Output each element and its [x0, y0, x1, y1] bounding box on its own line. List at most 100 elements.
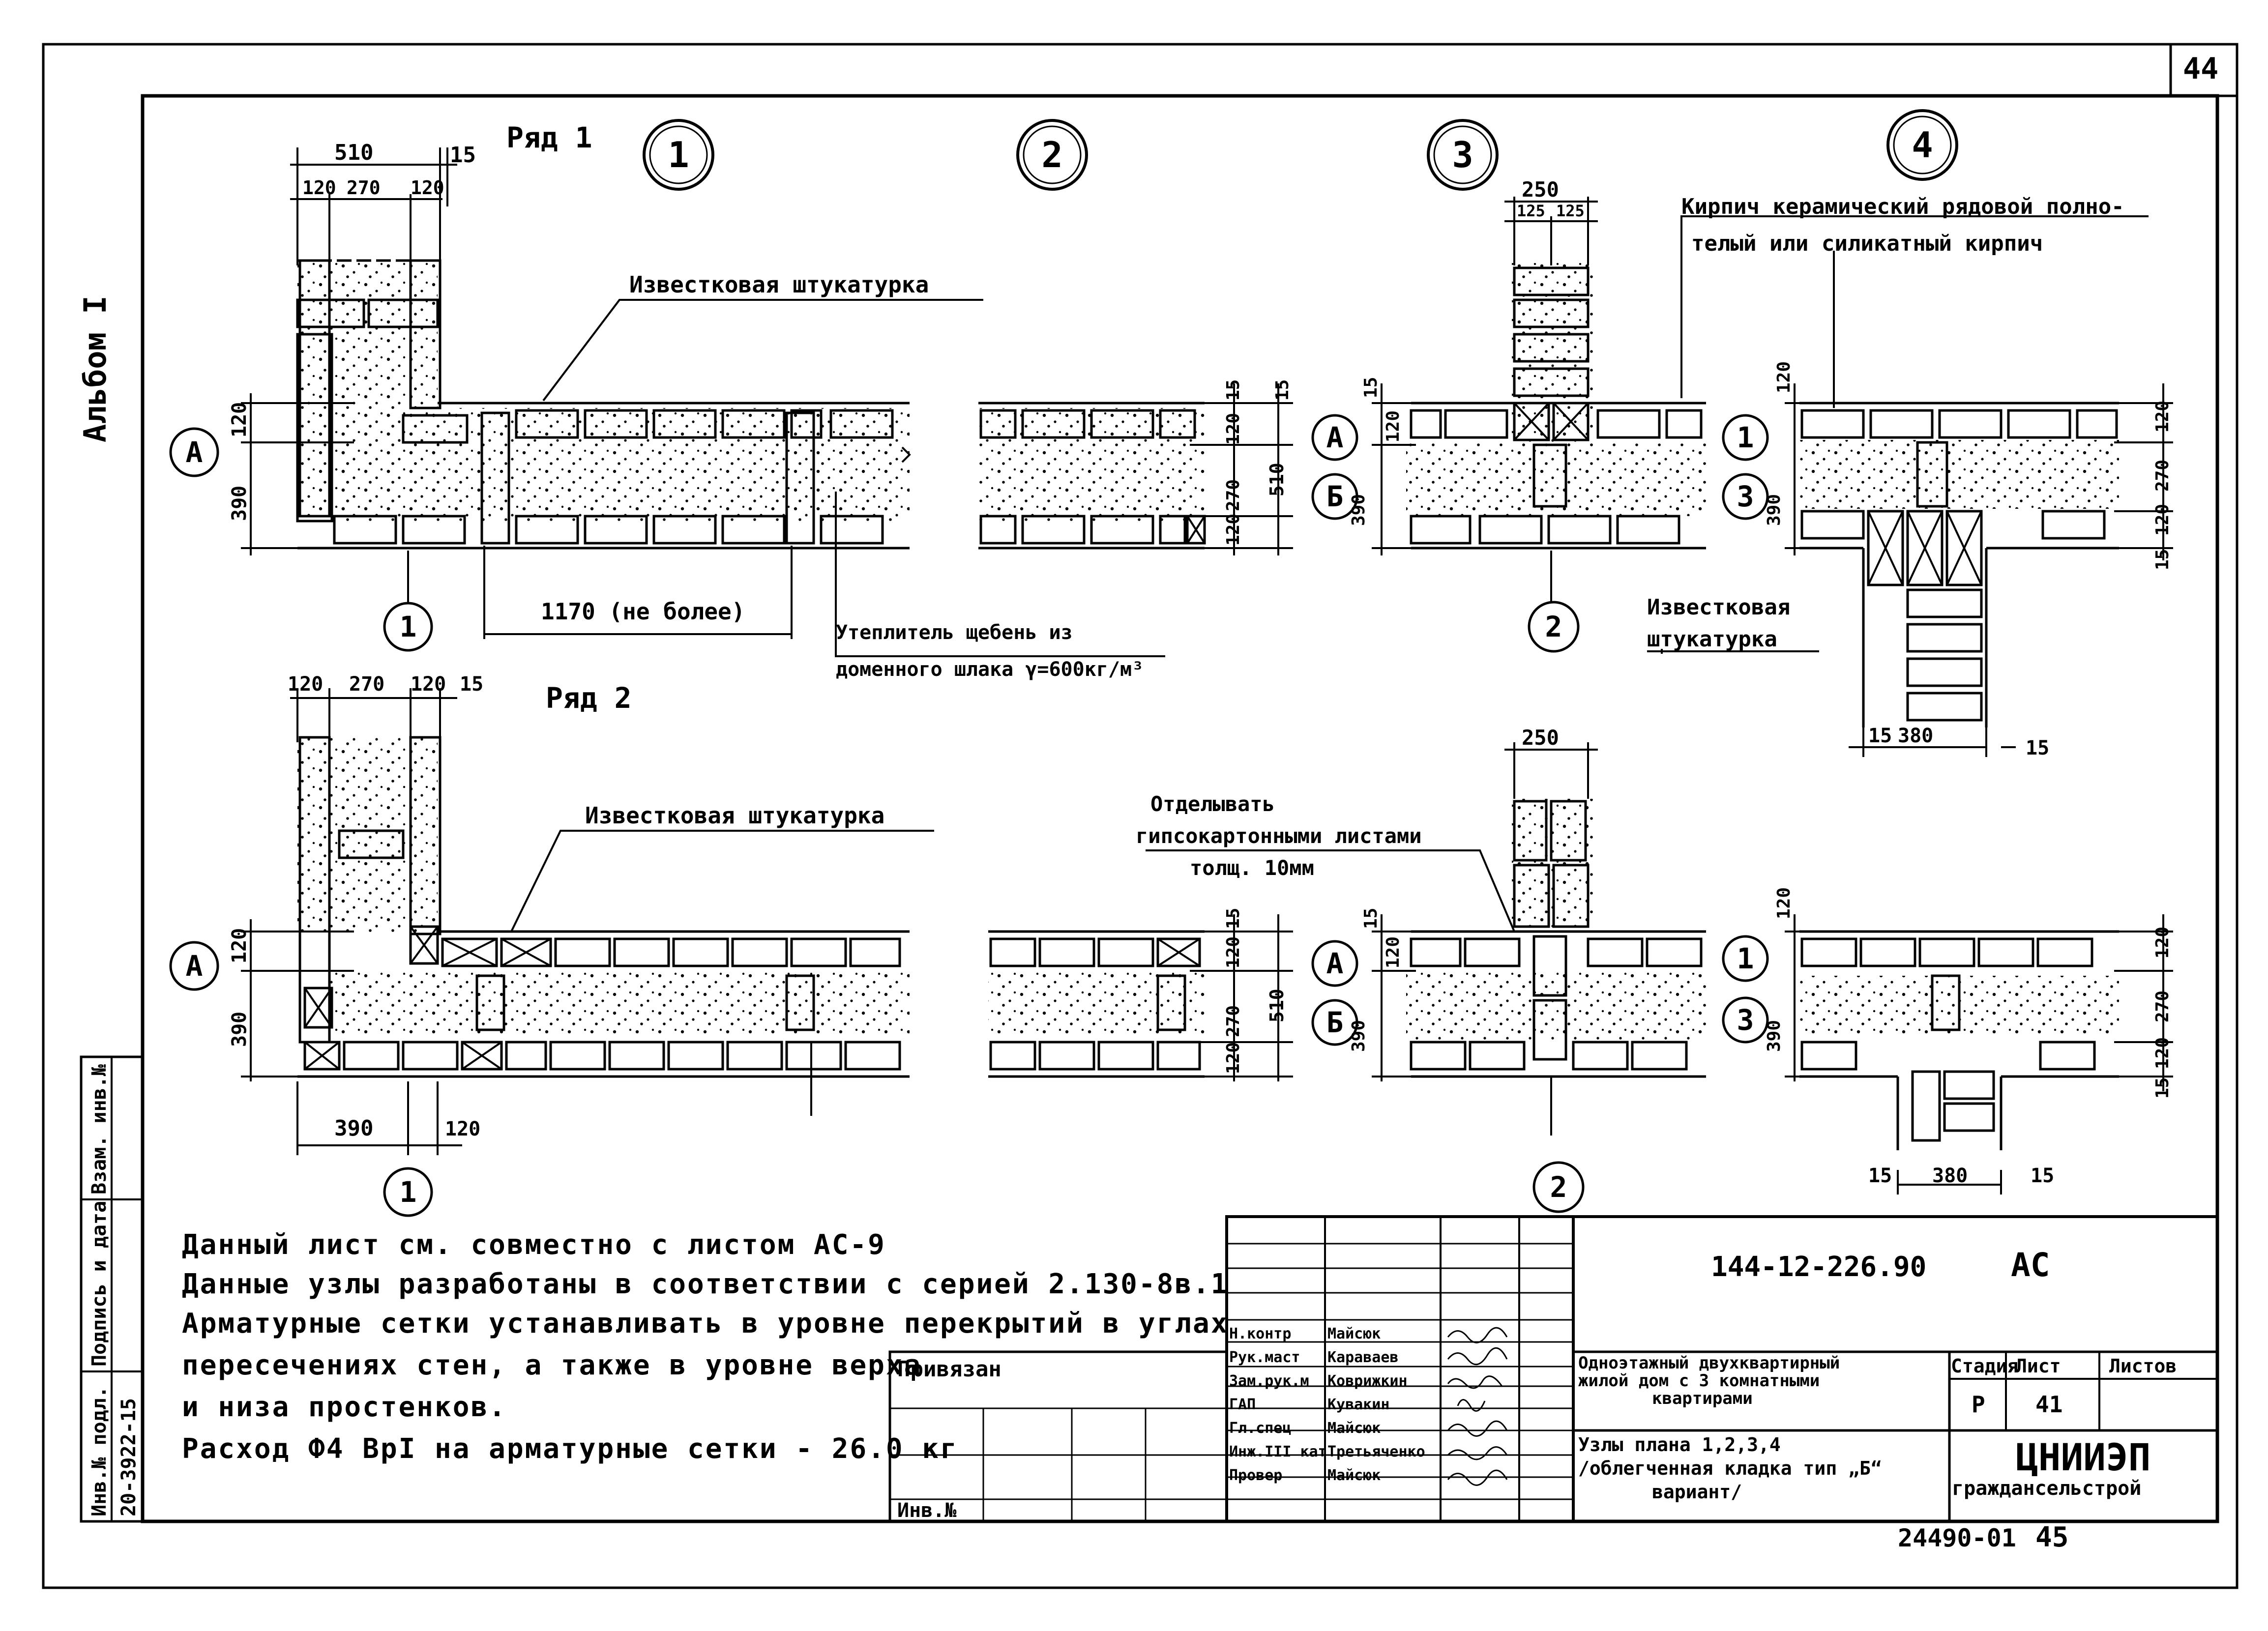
note-line-6: Расход Ф4 ВрI на арматурные сетки - 26.0…: [182, 1433, 958, 1465]
stage-value: Р: [1972, 1391, 1985, 1418]
dim-120: 120: [1774, 361, 1794, 393]
node-4-number: 4: [1912, 124, 1933, 166]
inv-value: 20-3922-15: [118, 1398, 140, 1516]
organization-name: ЦНИИЭП: [2016, 1435, 2151, 1479]
dim-120: 120: [2152, 401, 2173, 433]
insulation-label-1: Утеплитель щебень из: [836, 621, 1073, 644]
node-numbers: 1 2 3 4: [643, 109, 1958, 191]
dim-390: 390: [228, 486, 251, 521]
inv-podl-label: Инв.№ подл.: [88, 1386, 111, 1516]
left-stamp-strip: Инв.№ подл. Подпись и дата Взам. инв.№ 2…: [80, 1055, 144, 1523]
outer-frame: [42, 43, 2239, 1589]
staff-names: Майсюк Караваев Коврижкин Кувакин Майсюк…: [1327, 1322, 1425, 1487]
dim-120: 120: [1223, 413, 1243, 445]
node-3-number: 3: [1452, 134, 1473, 175]
staff-name: Майсюк: [1327, 1467, 1381, 1484]
axis-2-label: 2: [1545, 610, 1562, 643]
bottom-page: 45: [2035, 1521, 2069, 1553]
node-2-row-2-plan: [988, 930, 1205, 1078]
dim-120: 120: [2152, 504, 2173, 536]
dim-120: 120: [228, 402, 251, 437]
dim-15: 15: [2152, 1078, 2173, 1099]
dim-120: 120: [445, 1118, 480, 1140]
dim-380: 380: [1932, 1165, 1968, 1187]
staff-role: Рук.маст: [1229, 1349, 1300, 1366]
axis-1-label: 1: [1737, 942, 1754, 975]
gypsum-label-1: Отделывать: [1150, 792, 1275, 816]
project-title-line-2: жилой дом с 3 комнатными: [1578, 1371, 1820, 1391]
staff-role: Зам.рук.м: [1229, 1372, 1309, 1390]
gypsum-label-2: гипсокартонными листами: [1136, 824, 1422, 848]
brick-label-2: телый или силикатный кирпич: [1691, 231, 2043, 256]
sheet-title: Узлы плана 1,2,3,4 /облегченная кладка т…: [1578, 1433, 1882, 1504]
sheet-number: 41: [2035, 1391, 2063, 1418]
dim-250: 250: [1522, 177, 1559, 202]
podpis-data-label: Подпись и дата: [88, 1201, 111, 1367]
node-1-row-1-plan: [296, 259, 911, 550]
dim-120: 120: [411, 177, 444, 199]
dim-120: 120: [288, 673, 323, 696]
sheet-title-line-3: вариант/: [1652, 1481, 1742, 1503]
note-line-5: и низа простенков.: [182, 1391, 507, 1423]
dim-15: 15: [1868, 725, 1892, 747]
axis-labels: А 1 А Б 2 1 3 А 1 А Б 2 1 3: [186, 421, 1754, 1209]
node-4-row-2-plan: [1799, 930, 2119, 1150]
node-2-row-1-plan: [978, 402, 1206, 550]
sheet-title-line-2: /облегченная кладка тип „Б“: [1578, 1457, 1882, 1479]
dim-15: 15: [2031, 1165, 2054, 1187]
sheet-header: Лист: [2016, 1355, 2061, 1377]
dim-15: 15: [1223, 379, 1243, 401]
axis-1-label: 1: [400, 610, 417, 643]
axis-a-label: А: [186, 436, 203, 469]
project-title: Одноэтажный двухквартирный жилой дом с 3…: [1578, 1354, 1840, 1407]
node-3-row-1-plan: [1406, 263, 1706, 550]
dim-120: 120: [1774, 887, 1794, 919]
plaster-label-1: Известковая штукатурка: [629, 271, 929, 298]
axis-1-label: 1: [400, 1175, 417, 1209]
sheet-title-line-1: Узлы плана 1,2,3,4: [1578, 1434, 1781, 1456]
dim-1170: 1170 (не более): [541, 598, 745, 625]
axis-a-label: А: [186, 949, 203, 983]
staff-name: Коврижкин: [1327, 1372, 1408, 1390]
dimension-lines: [241, 147, 2173, 1194]
dim-270: 270: [2152, 990, 2173, 1022]
dim-125: 125: [1517, 202, 1545, 220]
project-title-line-3: квартирами: [1652, 1389, 1753, 1408]
dimension-labels: 510 15 120 270 120 120 390 1170 (не боле…: [228, 140, 2173, 1187]
note-line-3: Арматурные сетки устанавливать в уровне …: [182, 1308, 1229, 1340]
node-4-row-1-plan: [1799, 402, 2119, 728]
dim-120: 120: [2152, 1037, 2173, 1069]
brick-label-1: Кирпич керамический рядовой полно-: [1681, 194, 2124, 219]
plaster-label-3a: Известковая: [1647, 595, 1790, 620]
dim-120: 120: [1223, 514, 1243, 546]
dim-15: 15: [1868, 1165, 1892, 1187]
gypsum-label-3: толщ. 10мм: [1190, 856, 1314, 880]
signatures: [1447, 1327, 1508, 1486]
dim-120: 120: [1223, 1042, 1243, 1074]
plaster-label-3b: штукатурка: [1647, 627, 1777, 652]
dim-120: 120: [1383, 410, 1403, 442]
axis-b-label: Б: [1326, 1006, 1344, 1039]
dim-390: 390: [1349, 494, 1369, 526]
dim-270: 270: [349, 673, 384, 696]
dim-250: 250: [1522, 726, 1559, 750]
dim-15: 15: [460, 673, 483, 696]
dim-120: 120: [1383, 936, 1403, 968]
album-label: Альбом I: [77, 295, 113, 442]
dim-120: 120: [2152, 927, 2173, 959]
drawing-code: 144-12-226.90: [1711, 1251, 1927, 1283]
dim-390: 390: [1349, 1020, 1369, 1052]
staff-name: Караваев: [1327, 1349, 1399, 1366]
dim-125: 125: [1556, 202, 1585, 220]
bottom-code: 24490-01: [1898, 1524, 2016, 1552]
dim-270: 270: [1223, 1005, 1243, 1037]
staff-role: ГАП: [1229, 1396, 1256, 1413]
dim-120: 120: [1223, 936, 1243, 968]
project-title-line-1: Одноэтажный двухквартирный: [1578, 1353, 1840, 1373]
dim-15: 15: [1272, 379, 1293, 401]
dim-390: 390: [228, 1012, 251, 1047]
dim-270: 270: [2152, 460, 2173, 492]
axis-1-label: 1: [1737, 421, 1754, 454]
axis-a-label: А: [1326, 421, 1344, 454]
